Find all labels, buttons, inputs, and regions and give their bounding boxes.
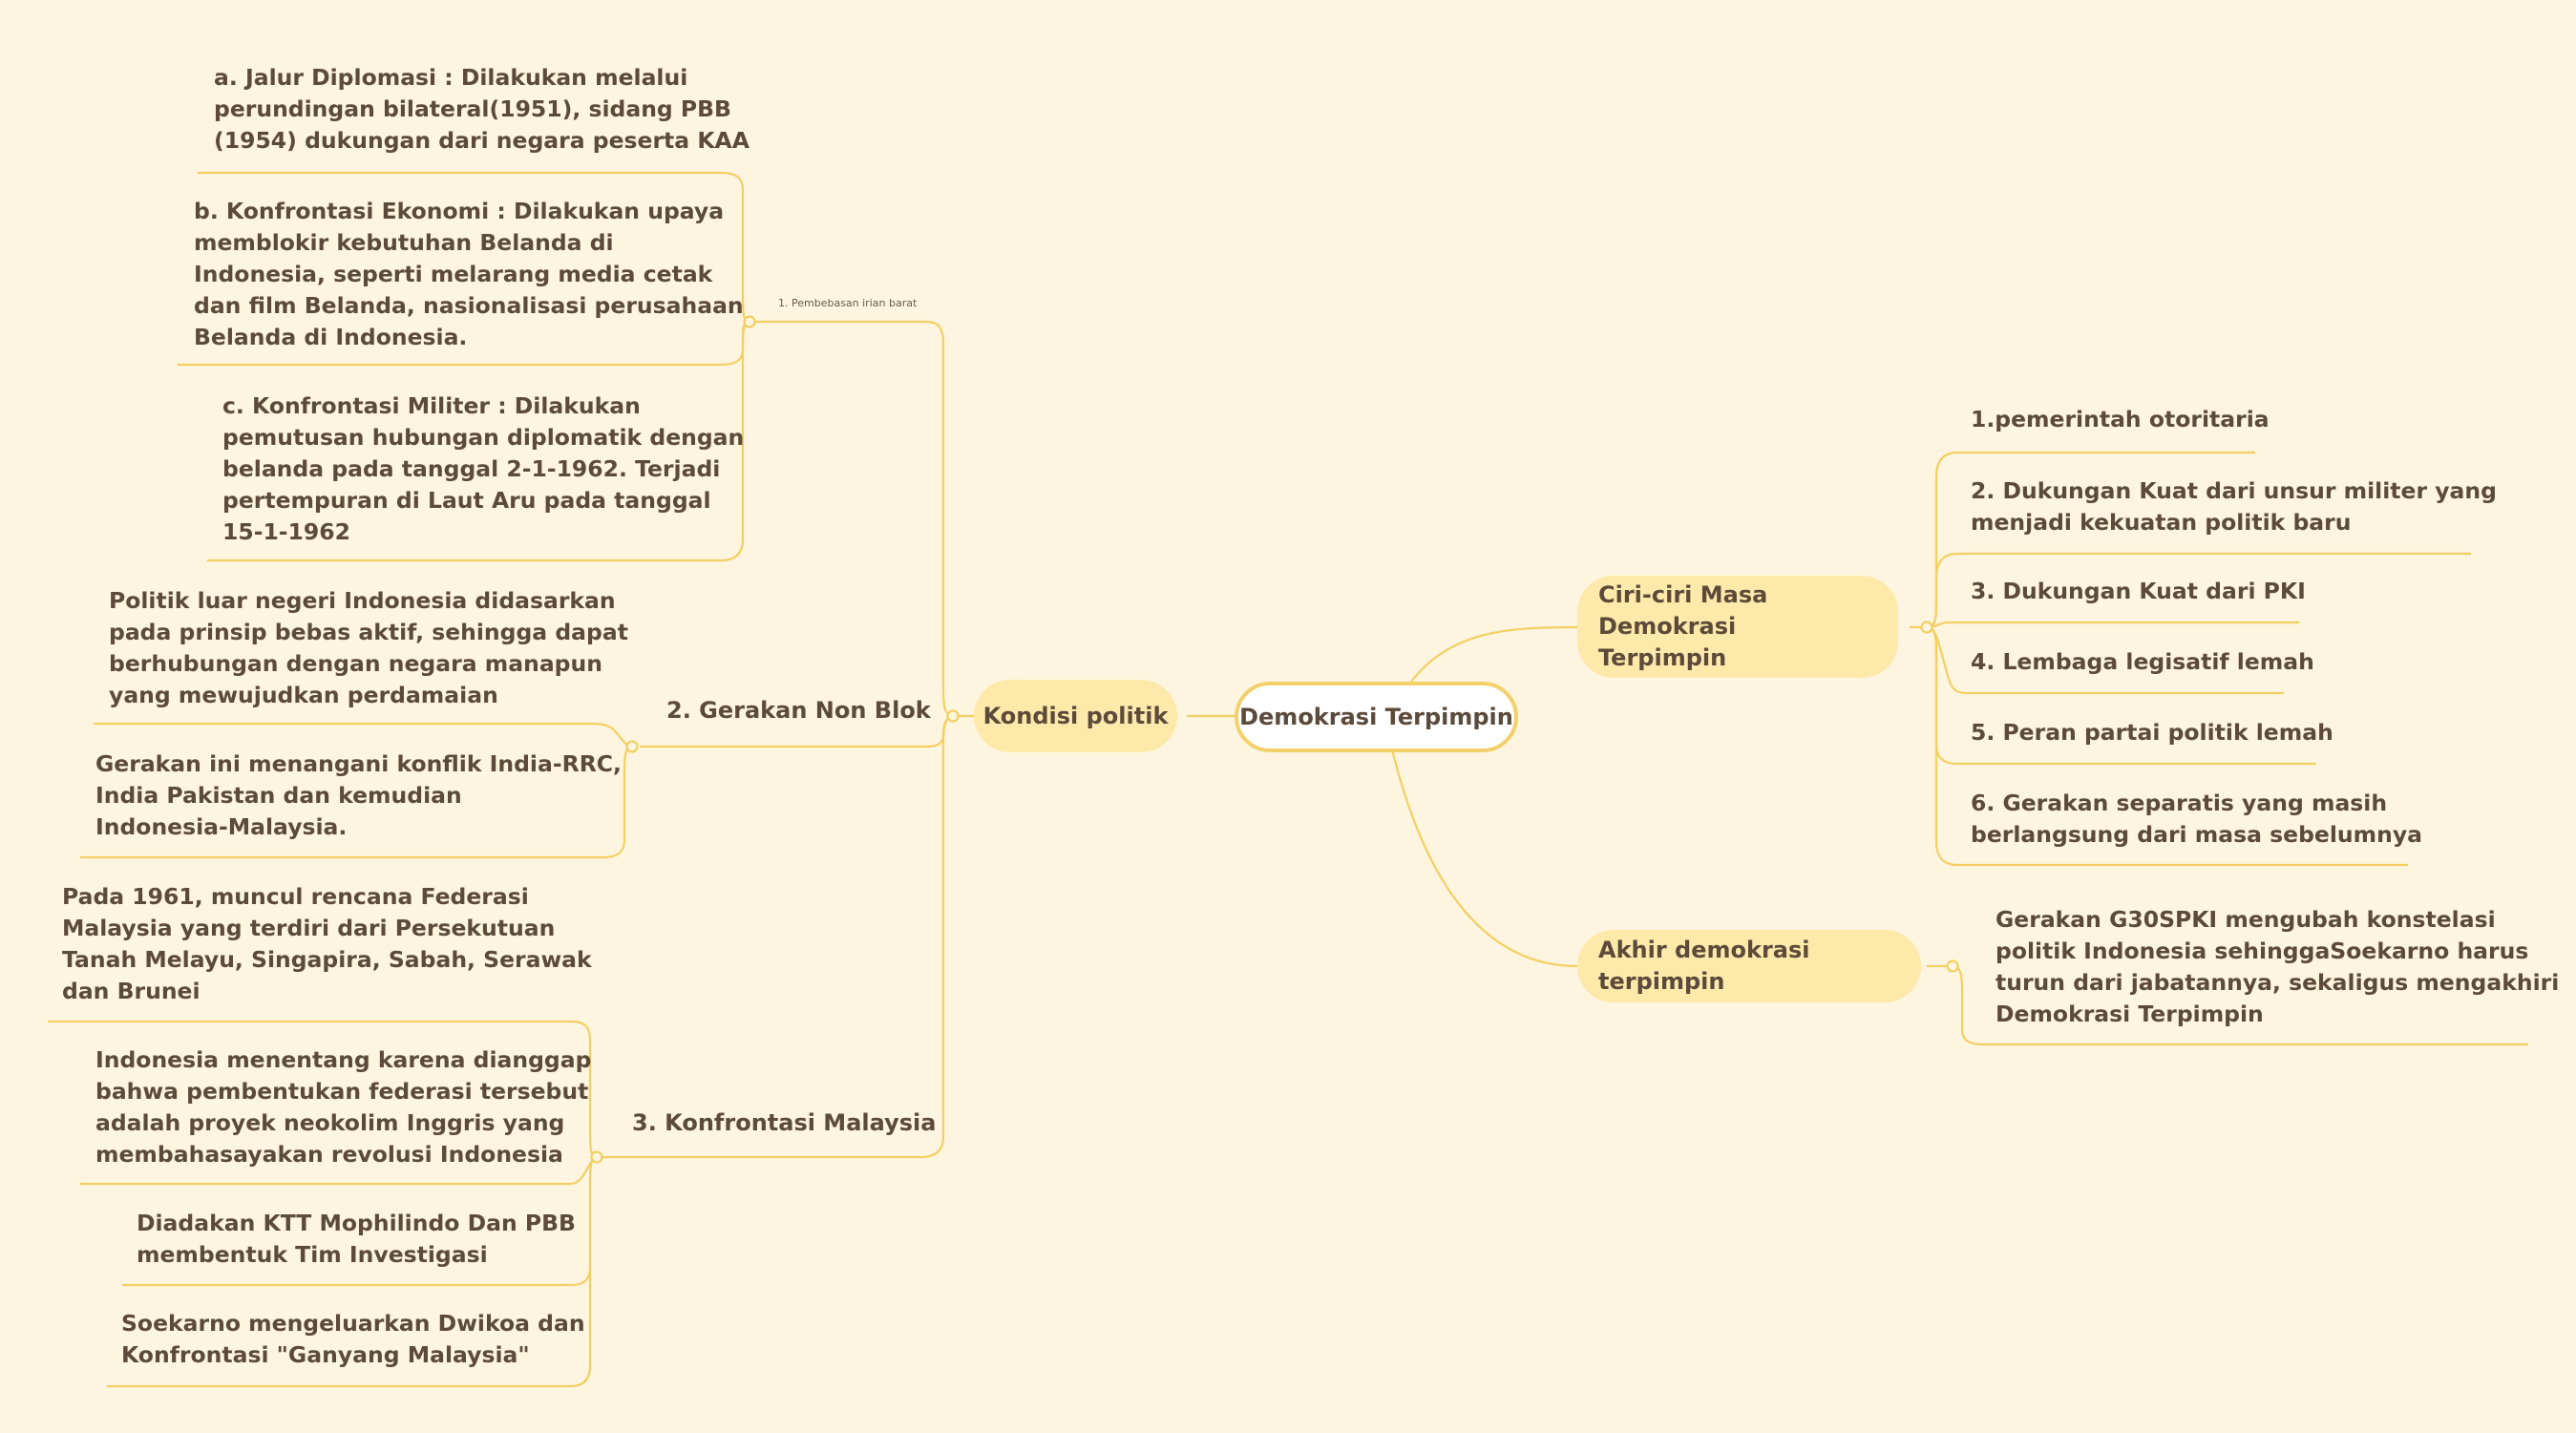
ciri-item-5[interactable]: 5. Peran partai politik lemah xyxy=(1971,719,2333,746)
junction-malaysia xyxy=(590,1150,603,1164)
nonblok-item-b[interactable]: Gerakan ini menangani konflik India-RRC,… xyxy=(95,750,622,840)
junction-akhir xyxy=(1946,959,1959,973)
ciri-item-6[interactable]: 6. Gerakan separatis yang masih berlangs… xyxy=(1971,790,2423,848)
root-node[interactable]: Demokrasi Terpimpin xyxy=(1235,682,1518,752)
malaysia-item-b[interactable]: Indonesia menentang karena dianggap bahw… xyxy=(95,1046,592,1168)
akhir-item[interactable]: Gerakan G30SPKI mengubah konstelasi poli… xyxy=(1995,906,2560,1027)
subtopic-irian-label: 1. Pembebasan irian barat xyxy=(778,297,918,309)
connector-spine-malaysia xyxy=(597,714,956,1159)
topic-ciri-ciri-label: Ciri-ciri Masa Demokrasi Terpimpin xyxy=(1598,581,1768,671)
connector-spine-irian xyxy=(750,320,956,718)
connector-ciri-3 xyxy=(1926,621,2299,629)
irian-item-c[interactable]: c. Konfrontasi Militer : Dilakukan pemut… xyxy=(222,392,745,545)
malaysia-item-a[interactable]: Pada 1961, muncul rencana Federasi Malay… xyxy=(62,883,592,1004)
connector-root-akhir xyxy=(1390,748,1578,968)
subtopic-malaysia-label[interactable]: 3. Konfrontasi Malaysia xyxy=(632,1109,937,1136)
connector-ciri-2 xyxy=(1926,552,2471,629)
connector-akhir-text xyxy=(1952,964,2528,1046)
malaysia-item-d[interactable]: Soekarno mengeluarkan Dwikoa dan Konfron… xyxy=(121,1310,585,1368)
root-node-label: Demokrasi Terpimpin xyxy=(1239,704,1513,730)
ciri-item-4[interactable]: 4. Lembaga legisatif lemah xyxy=(1971,648,2314,675)
topic-akhir[interactable]: Akhir demokrasi terpimpin xyxy=(1577,930,1921,1002)
topic-akhir-label: Akhir demokrasi terpimpin xyxy=(1598,937,1810,995)
irian-item-a[interactable]: a. Jalur Diplomasi : Dilakukan melalui p… xyxy=(214,64,750,154)
junction-ciri xyxy=(1920,621,1933,634)
topic-ciri-ciri[interactable]: Ciri-ciri Masa Demokrasi Terpimpin xyxy=(1577,576,1898,678)
junction-kondisi xyxy=(946,709,960,723)
irian-item-b[interactable]: b. Konfrontasi Ekonomi : Dilakukan upaya… xyxy=(194,198,744,350)
malaysia-item-c[interactable]: Diadakan KTT Mophilindo Dan PBB membentu… xyxy=(137,1210,576,1268)
ciri-item-2[interactable]: 2. Dukungan Kuat dari unsur militer yang… xyxy=(1971,477,2497,536)
junction-irian xyxy=(743,315,756,328)
connector-root-ciri xyxy=(1410,625,1578,683)
topic-kondisi-politik[interactable]: Kondisi politik xyxy=(974,680,1177,752)
junction-nonblok xyxy=(625,740,639,753)
ciri-item-3[interactable]: 3. Dukungan Kuat dari PKI xyxy=(1971,578,2306,604)
nonblok-item-a[interactable]: Politik luar negeri Indonesia didasarkan… xyxy=(109,587,628,708)
subtopic-nonblok-label[interactable]: 2. Gerakan Non Blok xyxy=(666,697,931,724)
topic-kondisi-politik-label: Kondisi politik xyxy=(982,702,1169,729)
connector-nonblok-a xyxy=(94,722,633,748)
connector-nonblok-b xyxy=(80,745,633,859)
ciri-item-1[interactable]: 1.pemerintah otoritaria xyxy=(1971,406,2270,432)
connector-ciri-6 xyxy=(1926,625,2408,867)
